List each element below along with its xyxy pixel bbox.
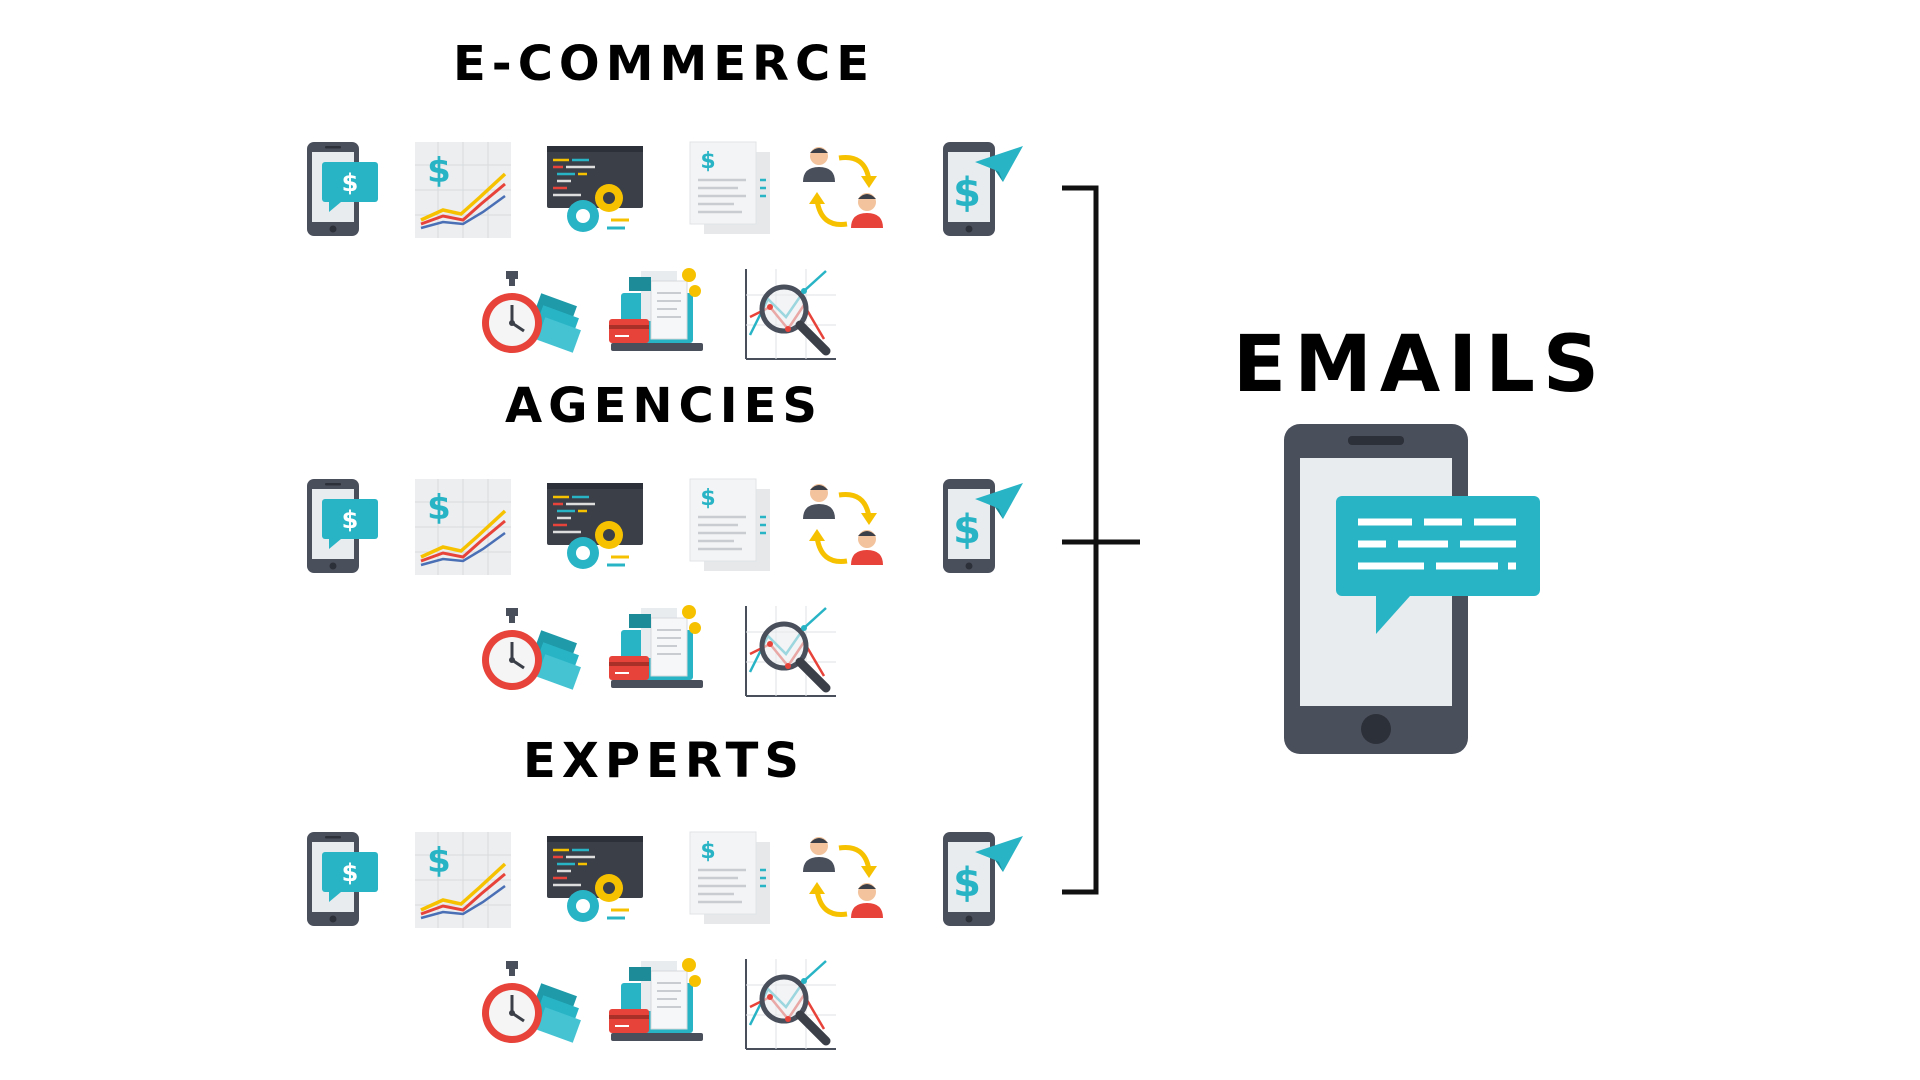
growth-chart-icon — [413, 830, 513, 930]
stopwatch-money-icon — [482, 955, 582, 1055]
code-settings-icon — [545, 140, 645, 240]
invoice-receipt-icon — [680, 830, 780, 930]
growth-chart-icon — [413, 140, 513, 240]
analytics-magnifier-icon — [740, 265, 840, 365]
laptop-billing-icon — [607, 955, 707, 1055]
stopwatch-money-icon — [482, 602, 582, 702]
icon-row-e-commerce-2 — [0, 265, 1100, 365]
section-title-experts: EXPERTS — [523, 733, 805, 789]
code-settings-icon — [545, 830, 645, 930]
growth-chart-icon — [413, 477, 513, 577]
phone-dollar-chat-icon — [297, 477, 397, 577]
mobile-payment-send-icon — [925, 140, 1025, 240]
section-title-e-commerce: E-COMMERCE — [452, 36, 876, 92]
invoice-receipt-icon — [680, 477, 780, 577]
icon-row-experts-1 — [0, 830, 1100, 930]
analytics-magnifier-icon — [740, 955, 840, 1055]
mobile-payment-send-icon — [925, 477, 1025, 577]
stopwatch-money-icon — [482, 265, 582, 365]
user-exchange-icon — [793, 140, 893, 240]
section-title-agencies: AGENCIES — [505, 378, 823, 434]
phone-dollar-chat-icon — [297, 830, 397, 930]
icon-row-agencies-1 — [0, 477, 1100, 577]
bracket-connector — [1062, 185, 1140, 895]
laptop-billing-icon — [607, 265, 707, 365]
invoice-receipt-icon — [680, 140, 780, 240]
emails-title: EMAILS — [1232, 320, 1608, 410]
mobile-payment-send-icon — [925, 830, 1025, 930]
laptop-billing-icon — [607, 602, 707, 702]
icon-row-agencies-2 — [0, 602, 1100, 702]
code-settings-icon — [545, 477, 645, 577]
phone-dollar-chat-icon — [297, 140, 397, 240]
icon-row-experts-2 — [0, 955, 1100, 1055]
user-exchange-icon — [793, 830, 893, 930]
icon-row-e-commerce-1 — [0, 140, 1100, 240]
email-phone-icon — [1284, 424, 1540, 754]
analytics-magnifier-icon — [740, 602, 840, 702]
user-exchange-icon — [793, 477, 893, 577]
